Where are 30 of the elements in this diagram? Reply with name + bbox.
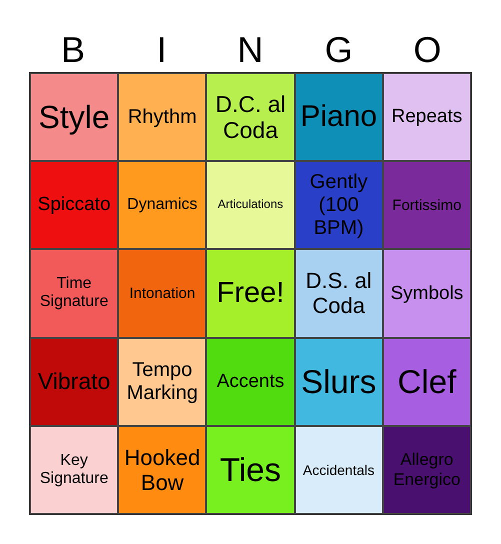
bingo-cell: Spiccato	[30, 161, 118, 250]
bingo-cell: Key Signature	[30, 426, 118, 514]
column-letter: O	[412, 30, 442, 70]
bingo-cell: Gently (100 BPM)	[294, 161, 383, 250]
bingo-cell: Time Signature	[30, 249, 118, 338]
column-letter: N	[236, 30, 264, 70]
column-letter: I	[156, 30, 168, 70]
bingo-cell: Fortissimo	[382, 161, 471, 250]
bingo-cell: Style	[30, 73, 118, 162]
column-letter: B	[60, 30, 86, 70]
bingo-cell: Hooked Bow	[118, 426, 206, 514]
bingo-cell: Accents	[206, 338, 295, 426]
bingo-cell: Symbols	[382, 249, 471, 338]
bingo-cell: Vibrato	[30, 338, 118, 426]
bingo-cell: Dynamics	[118, 161, 206, 250]
bingo-cell: Repeats	[382, 73, 471, 162]
bingo-cell: D.S. al Coda	[294, 249, 383, 338]
column-letter: G	[324, 30, 354, 70]
bingo-cell: Ties	[206, 426, 295, 514]
bingo-cell: D.C. al Coda	[206, 73, 295, 162]
bingo-cell: Tempo Marking	[118, 338, 206, 426]
bingo-cell: Free!	[206, 249, 295, 338]
bingo-cell: Intonation	[118, 249, 206, 338]
bingo-cell: Piano	[294, 73, 383, 162]
bingo-cell: Articulations	[206, 161, 295, 250]
bingo-cell: Accidentals	[294, 426, 383, 514]
bingo-cell: Rhythm	[118, 73, 206, 162]
bingo-cell: Slurs	[294, 338, 383, 426]
bingo-cell: Allegro Energico	[382, 426, 471, 514]
bingo-cell: Clef	[382, 338, 471, 426]
